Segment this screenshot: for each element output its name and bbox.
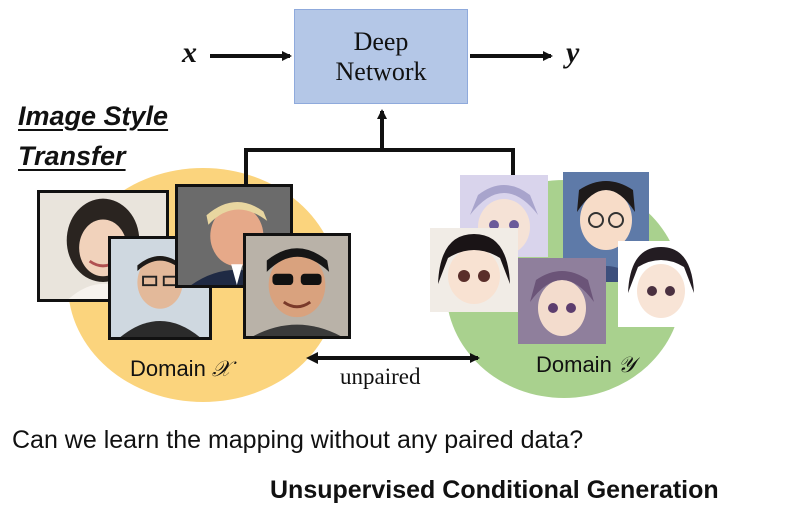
unpaired-arrow-left-head bbox=[306, 352, 318, 364]
output-variable-y: y bbox=[566, 36, 580, 69]
anime-image-purple-hair bbox=[518, 258, 606, 344]
domain-x-symbol: 𝒳 bbox=[211, 357, 231, 382]
domain-y-prefix: Domain bbox=[536, 352, 618, 377]
anime-image-dark-hair-ribbon bbox=[618, 241, 704, 327]
title-line2: Transfer bbox=[18, 141, 126, 171]
anime-image-black-hair-girl bbox=[430, 228, 518, 312]
question-text: Can we learn the mapping without any pai… bbox=[12, 426, 584, 454]
domain-y-label: Domain 𝒴 bbox=[536, 352, 635, 378]
title-line1: Image Style bbox=[18, 101, 169, 131]
network-label-line1: Deep bbox=[353, 26, 409, 56]
domain-x-label: Domain 𝒳 bbox=[130, 356, 231, 382]
face-photo-man-glasses bbox=[108, 236, 212, 340]
subtitle-text: Unsupervised Conditional Generation bbox=[270, 476, 719, 504]
domain-merge-connector bbox=[244, 148, 515, 190]
unpaired-label: unpaired bbox=[340, 364, 421, 389]
face-photo-man-sunglasses bbox=[243, 233, 351, 339]
input-variable-x: x bbox=[182, 36, 197, 69]
deep-network-box: Deep Network bbox=[294, 9, 468, 104]
domain-x-prefix: Domain bbox=[130, 356, 212, 381]
slide-title: Image Style Transfer bbox=[18, 96, 168, 176]
domain-y-symbol: 𝒴 bbox=[617, 353, 636, 378]
face-photo-woman bbox=[37, 190, 169, 302]
network-label-line2: Network bbox=[335, 56, 427, 86]
